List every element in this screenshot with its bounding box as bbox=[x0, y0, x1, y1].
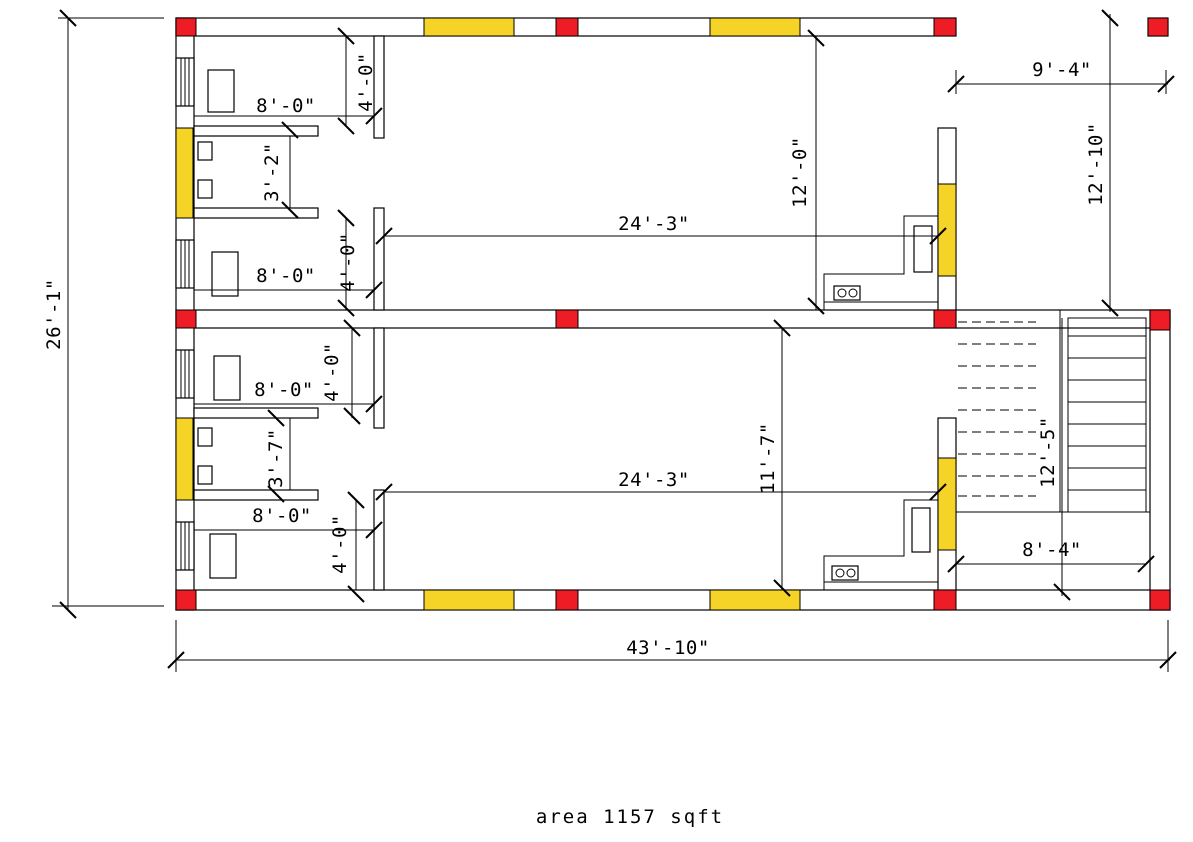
bottom-window-1 bbox=[423, 589, 515, 611]
kitchen-counter-lower bbox=[823, 499, 938, 590]
overall-depth-label: 26'-1" bbox=[43, 278, 65, 350]
stair-depth-label: 12'-5" bbox=[1037, 416, 1059, 488]
lower-bed-bottom-depth-label: 4'-0" bbox=[329, 514, 351, 574]
upper-hall-depth-label: 12'-0" bbox=[789, 136, 811, 208]
top-window-1 bbox=[423, 17, 515, 37]
stair-right-wall bbox=[1149, 309, 1171, 611]
right-window-lower bbox=[937, 457, 957, 551]
column bbox=[555, 17, 579, 37]
lower-bath-depth-label: 3'-7" bbox=[265, 428, 287, 488]
overall-width-label: 43'-10" bbox=[626, 637, 710, 659]
lower-hall-depth-label: 11'-7" bbox=[757, 422, 779, 494]
dimension-lines bbox=[52, 9, 1177, 672]
upper-hall-width-label: 24'-3" bbox=[618, 213, 690, 235]
sink-upper bbox=[913, 225, 933, 273]
upper-partition-a bbox=[373, 35, 385, 139]
column bbox=[555, 309, 579, 329]
area-caption: area 1157 sqft bbox=[536, 806, 724, 828]
lower-bath-top-wall bbox=[193, 407, 319, 419]
column bbox=[175, 17, 197, 37]
kitchen-counter-upper bbox=[823, 215, 938, 310]
lower-partition-a bbox=[373, 327, 385, 429]
lower-bed-bottom-width-label: 8'-0" bbox=[252, 505, 312, 527]
bed-3 bbox=[213, 355, 241, 401]
stair-top-wall bbox=[955, 309, 1171, 329]
columns bbox=[175, 17, 1171, 611]
ventilators bbox=[175, 57, 195, 571]
lower-partition-b bbox=[373, 489, 385, 591]
column bbox=[555, 589, 579, 611]
upper-bath-top-wall bbox=[193, 125, 319, 137]
lower-bed-top-width-label: 8'-0" bbox=[254, 379, 314, 401]
openings bbox=[175, 17, 957, 611]
upper-bed-top-depth-label: 4'-0" bbox=[355, 52, 377, 112]
bottom-window-2 bbox=[709, 589, 801, 611]
bed-2 bbox=[211, 251, 239, 297]
left-window-upper bbox=[175, 127, 194, 219]
fixtures bbox=[197, 69, 938, 590]
column bbox=[175, 309, 197, 329]
stair-width-label: 8'-4" bbox=[1022, 539, 1082, 561]
column bbox=[1147, 17, 1169, 37]
wc-2 bbox=[197, 179, 213, 199]
sink-lower bbox=[911, 507, 931, 553]
upper-partition-b bbox=[373, 207, 385, 311]
upper-bed-bottom-width-label: 8'-0" bbox=[256, 265, 316, 287]
lower-bath-bottom-wall bbox=[193, 489, 319, 501]
column bbox=[933, 309, 957, 329]
bottom-wall bbox=[175, 589, 1171, 611]
column bbox=[1149, 589, 1171, 611]
left-window-lower bbox=[175, 417, 194, 501]
front-margin-label: 9'-4" bbox=[1032, 59, 1092, 81]
top-window-2 bbox=[709, 17, 801, 37]
upper-bath-depth-label: 3'-2" bbox=[261, 142, 283, 202]
walls bbox=[175, 17, 1171, 611]
column bbox=[933, 589, 957, 611]
column bbox=[1149, 309, 1171, 331]
wc-1 bbox=[197, 141, 213, 161]
dimension-labels: 26'-1" 43'-10" 9'-4" 12'-10" 24'-3" 12'-… bbox=[43, 52, 1107, 659]
front-depth-label: 12'-10" bbox=[1085, 122, 1107, 206]
column bbox=[175, 589, 197, 611]
staircase bbox=[956, 310, 1150, 513]
upper-bed-top-width-label: 8'-0" bbox=[256, 95, 316, 117]
bed-4 bbox=[209, 533, 237, 579]
wc-4 bbox=[197, 465, 213, 485]
lower-hall-width-label: 24'-3" bbox=[618, 469, 690, 491]
upper-bath-bottom-wall bbox=[193, 207, 319, 219]
wc-3 bbox=[197, 427, 213, 447]
right-window-upper bbox=[937, 183, 957, 277]
upper-bed-bottom-depth-label: 4'-0" bbox=[337, 232, 359, 292]
lower-bed-top-depth-label: 4'-0" bbox=[321, 342, 343, 402]
bed-1 bbox=[207, 69, 235, 113]
column bbox=[933, 17, 957, 37]
